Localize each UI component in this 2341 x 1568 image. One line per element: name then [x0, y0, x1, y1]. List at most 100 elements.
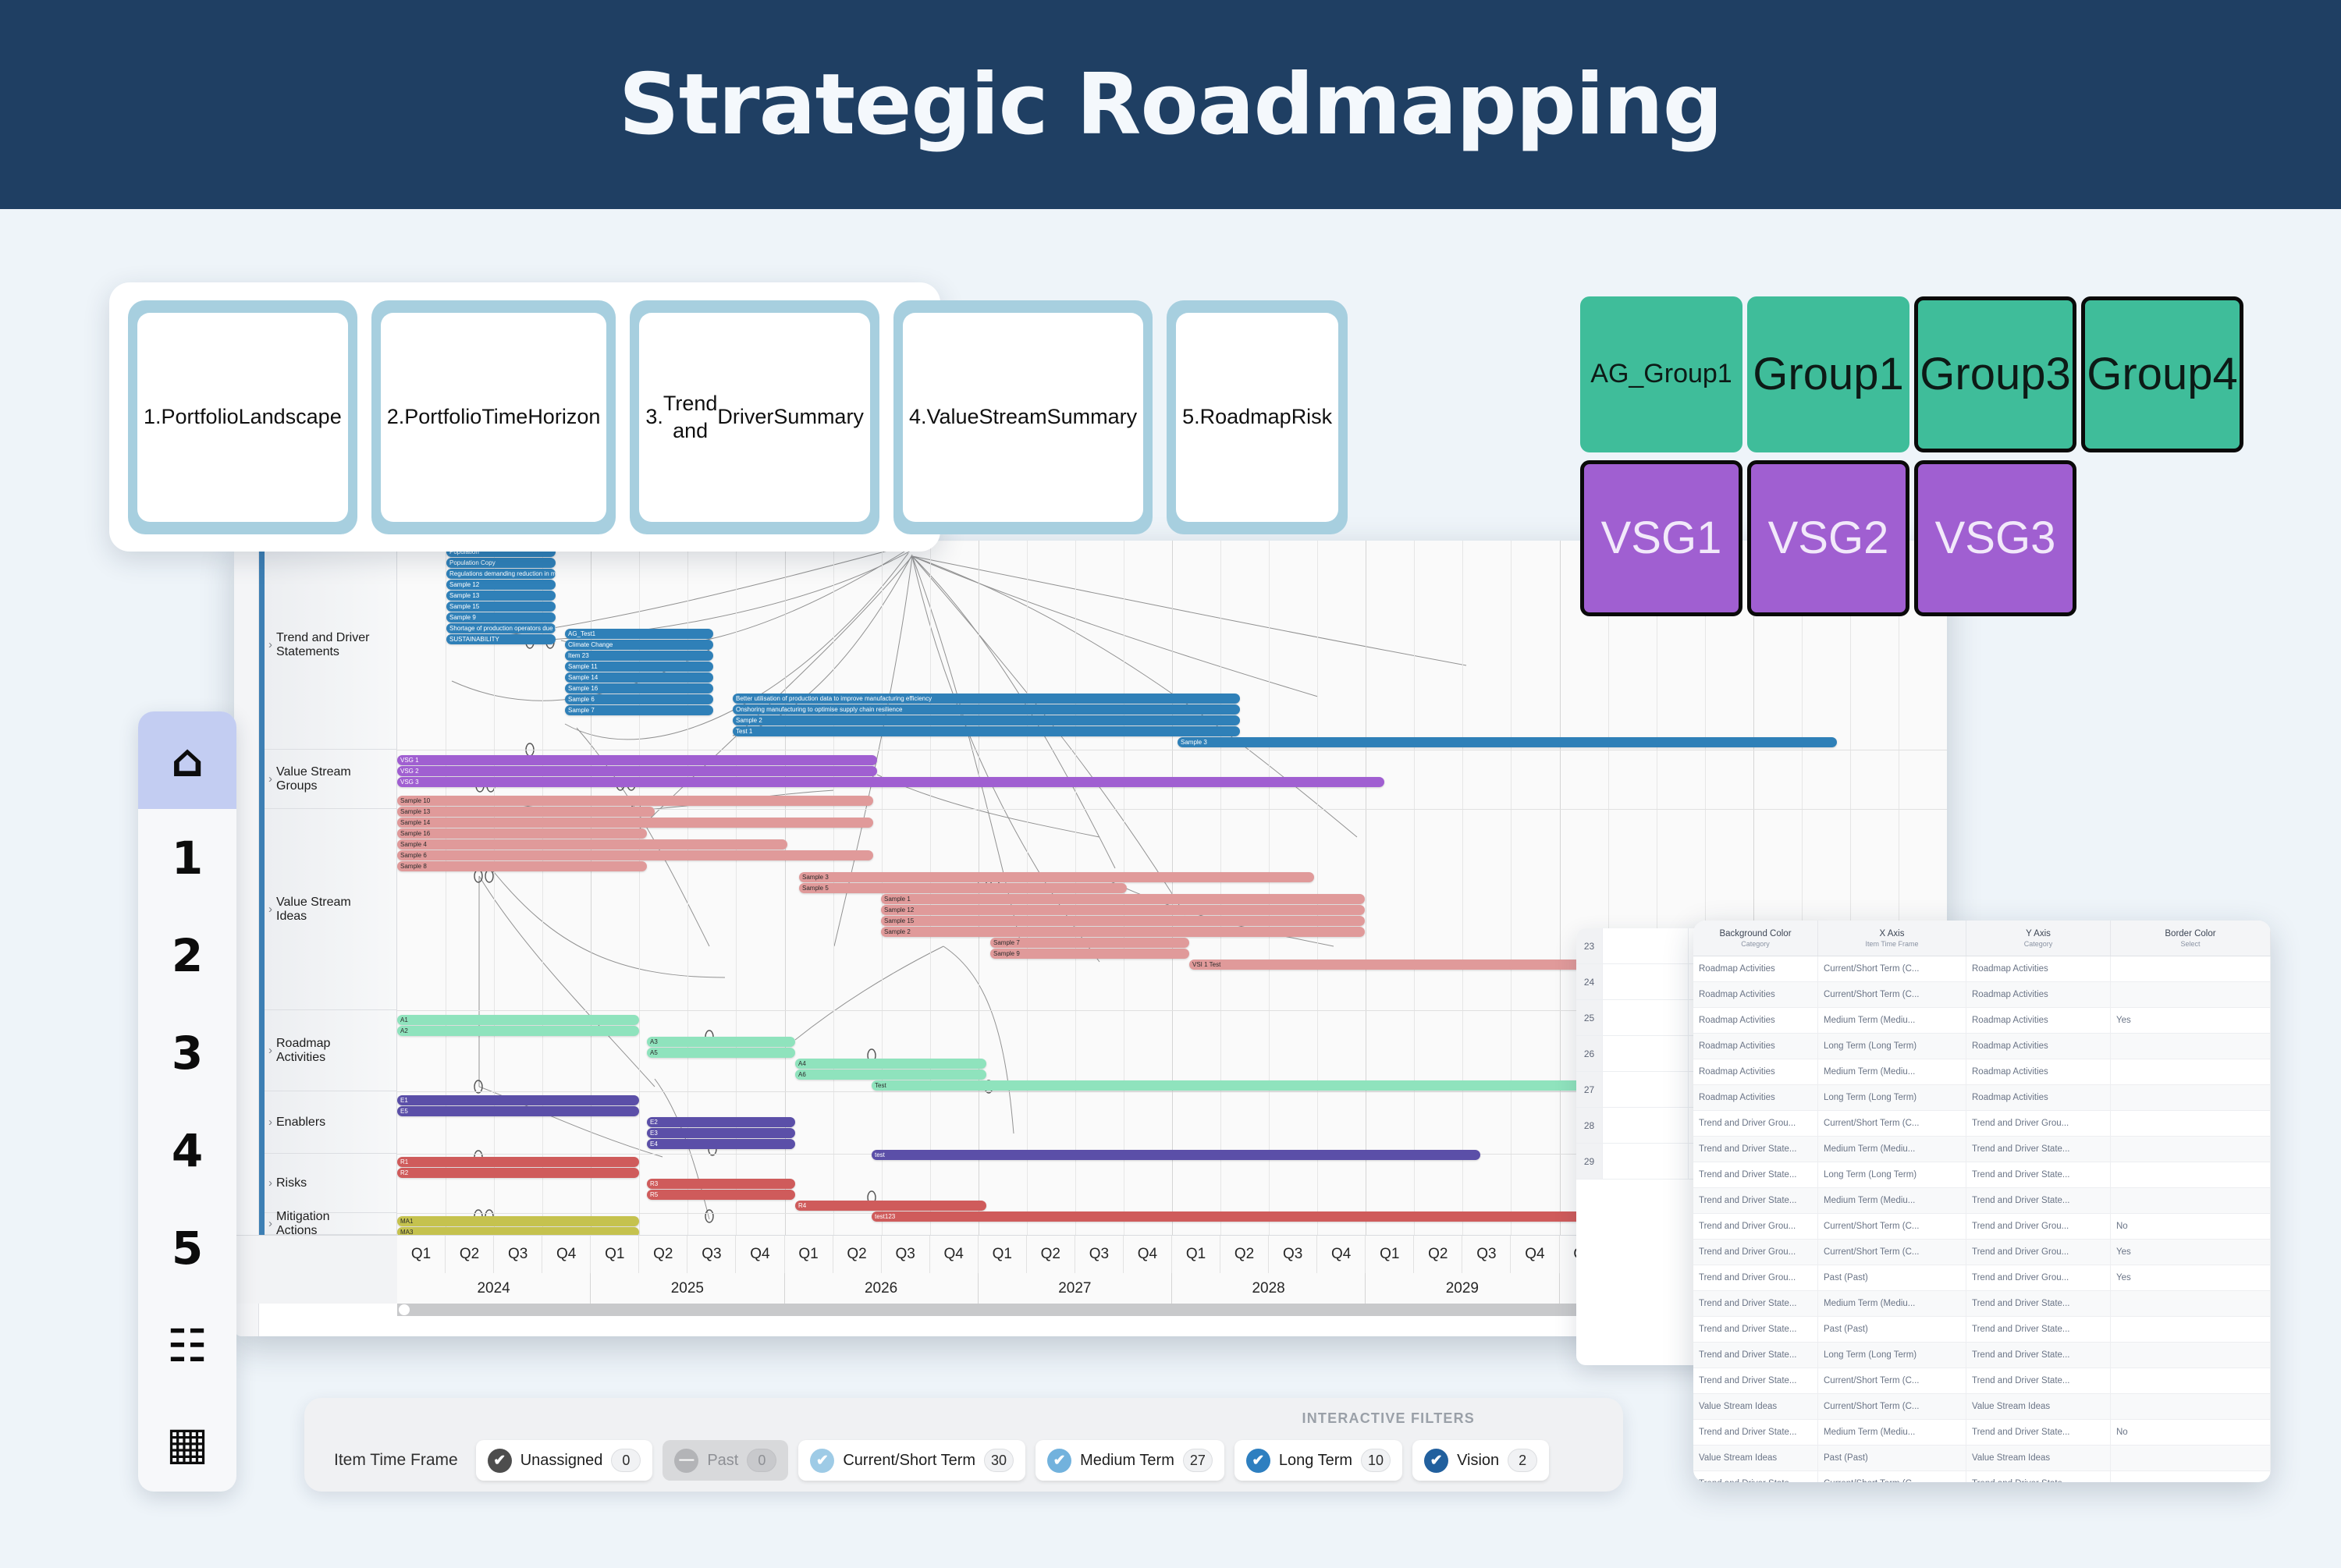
- gantt-bar[interactable]: Item 23: [565, 651, 713, 661]
- gantt-bar[interactable]: Sample 7: [990, 938, 1189, 948]
- table-row[interactable]: Trend and Driver Grou...Current/Short Te…: [1693, 1214, 2271, 1240]
- gantt-bar[interactable]: A3: [647, 1037, 795, 1047]
- interactive-filter-bar[interactable]: INTERACTIVE FILTERS Item Time Frame ✔Una…: [304, 1398, 1623, 1492]
- table-row[interactable]: Trend and Driver State...Medium Term (Me…: [1693, 1137, 2271, 1162]
- gantt-bar[interactable]: Sample 5: [799, 883, 1127, 893]
- gantt-bar[interactable]: Better utilisation of production data to…: [733, 694, 1240, 704]
- gantt-bar[interactable]: Sample 6: [397, 850, 873, 860]
- table-row[interactable]: Trend and Driver Grou...Current/Short Te…: [1693, 1111, 2271, 1137]
- gantt-bar[interactable]: Sample 12: [446, 580, 556, 590]
- gantt-bar[interactable]: Sample 6: [565, 694, 713, 704]
- gantt-bar[interactable]: Sample 2: [881, 927, 1365, 937]
- table-row[interactable]: Trend and Driver State...Current/Short T…: [1693, 1368, 2271, 1394]
- gantt-bar[interactable]: Sample 3: [1178, 737, 1837, 747]
- chevron-right-icon[interactable]: ›: [268, 903, 272, 916]
- gantt-bar[interactable]: Sample 13: [446, 591, 556, 601]
- gantt-bar[interactable]: SUSTAINABILITY: [446, 634, 556, 644]
- gantt-bar[interactable]: Population Copy: [446, 558, 556, 568]
- gantt-bar[interactable]: Sample 2: [733, 715, 1240, 725]
- table-row[interactable]: Trend and Driver State...Medium Term (Me…: [1693, 1291, 2271, 1317]
- gantt-bar[interactable]: R3: [647, 1179, 795, 1189]
- nav-item-step-1[interactable]: 1: [171, 831, 204, 885]
- chevron-right-icon[interactable]: ›: [268, 1116, 272, 1129]
- gantt-bar[interactable]: test: [872, 1150, 1480, 1160]
- gantt-bar[interactable]: A2: [397, 1026, 639, 1036]
- nav-item-step-4[interactable]: 4: [171, 1123, 204, 1177]
- table-row[interactable]: Trend and Driver State...Medium Term (Me…: [1693, 1420, 2271, 1446]
- table-row[interactable]: Trend and Driver State...Long Term (Long…: [1693, 1343, 2271, 1368]
- gantt-bar[interactable]: Sample 10: [397, 796, 873, 806]
- gantt-bar[interactable]: R5: [647, 1190, 795, 1200]
- gantt-bar[interactable]: Sample 15: [881, 916, 1365, 926]
- gantt-horizontal-scrollbar[interactable]: [397, 1304, 1947, 1316]
- nav-item-home-icon[interactable]: ⌂: [138, 711, 236, 809]
- table-row[interactable]: Trend and Driver State...Past (Past)Tren…: [1693, 1317, 2271, 1343]
- gantt-bar[interactable]: Sample 16: [397, 828, 647, 839]
- check-icon[interactable]: ✔: [1245, 1448, 1270, 1473]
- gantt-bar[interactable]: MA3: [397, 1227, 639, 1235]
- gantt-bar[interactable]: E3: [647, 1128, 795, 1138]
- gantt-bar[interactable]: E4: [647, 1139, 795, 1149]
- gantt-bar[interactable]: Sample 14: [565, 672, 713, 683]
- chevron-right-icon[interactable]: ›: [268, 1044, 272, 1057]
- scrollbar-thumb[interactable]: [399, 1304, 410, 1315]
- dash-icon[interactable]: —: [674, 1448, 699, 1473]
- gantt-bar[interactable]: R1: [397, 1157, 639, 1167]
- gantt-bar[interactable]: R4: [795, 1201, 986, 1211]
- gantt-bar[interactable]: Sample 3: [799, 872, 1314, 882]
- gantt-bar[interactable]: AG_Test1: [565, 629, 713, 639]
- gantt-bar[interactable]: A1: [397, 1015, 639, 1025]
- gantt-bar[interactable]: Sample 8: [397, 861, 647, 871]
- gantt-bar[interactable]: Sample 15: [446, 601, 556, 612]
- group-chip-ag-group1[interactable]: AG_Group1: [1580, 296, 1742, 452]
- gantt-bar[interactable]: Sample 4: [397, 839, 787, 850]
- gantt-bar[interactable]: E1: [397, 1095, 639, 1105]
- gantt-bar[interactable]: Sample 11: [565, 662, 713, 672]
- gantt-row-risks[interactable]: ›Risks: [265, 1154, 397, 1213]
- gantt-bar[interactable]: test123: [872, 1211, 1652, 1222]
- nav-item-step-2[interactable]: 2: [171, 928, 204, 982]
- nav-item-grid-view-icon[interactable]: ▦: [165, 1416, 209, 1470]
- table-row[interactable]: Trend and Driver State...Long Term (Long…: [1693, 1162, 2271, 1188]
- nav-item-bar-chart-icon[interactable]: ☷: [167, 1318, 208, 1372]
- gantt-bar[interactable]: VSG 2: [397, 766, 877, 776]
- gantt-bar[interactable]: Climate Change: [565, 640, 713, 650]
- check-icon[interactable]: ✔: [1047, 1448, 1072, 1473]
- table-row[interactable]: Trend and Driver State...Current/Short T…: [1693, 1471, 2271, 1482]
- nav-item-step-3[interactable]: 3: [171, 1026, 204, 1080]
- gantt-bar[interactable]: Sample 9: [990, 949, 1189, 959]
- gantt-bar[interactable]: R2: [397, 1168, 639, 1178]
- chevron-right-icon[interactable]: ›: [268, 1217, 272, 1230]
- gantt-bar[interactable]: E2: [647, 1117, 795, 1127]
- chevron-right-icon[interactable]: ›: [268, 638, 272, 651]
- gantt-bar[interactable]: Sample 12: [881, 905, 1365, 915]
